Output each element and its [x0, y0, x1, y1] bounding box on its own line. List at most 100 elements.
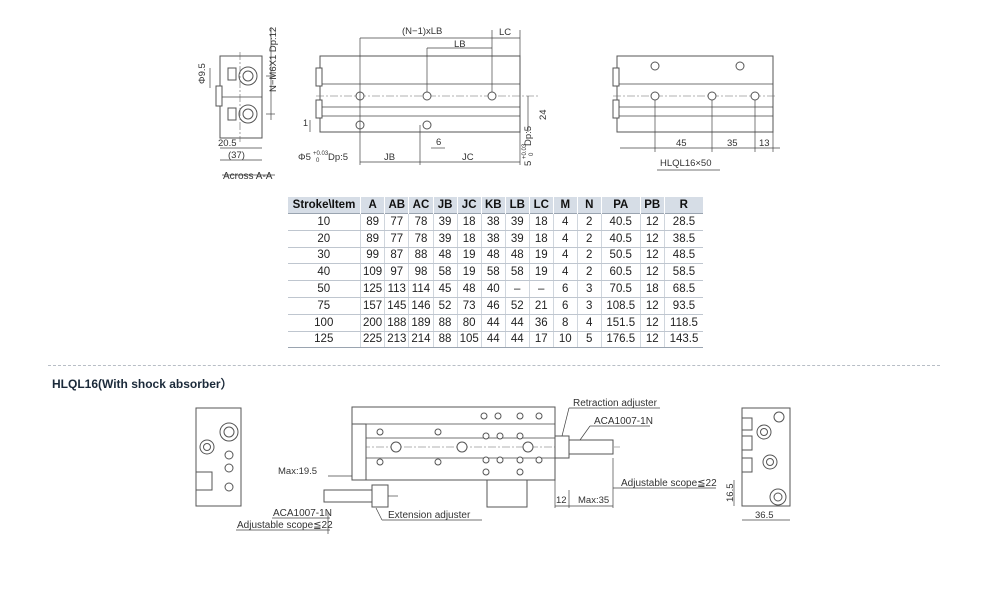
- table-cell: 10: [552, 331, 578, 349]
- table-cell: 19: [528, 247, 554, 265]
- table-cell: 78: [408, 230, 434, 248]
- table-cell: 40: [287, 263, 361, 282]
- max-19-5-label: Max:19.5: [278, 466, 317, 477]
- across-label: Across A-A: [223, 171, 273, 182]
- table-cell: 93.5: [663, 297, 704, 315]
- table-cell: 4: [552, 247, 578, 265]
- bottom-side-view-right: [733, 407, 791, 521]
- table-cell: 105: [456, 331, 482, 349]
- table-cell: 2: [576, 230, 602, 248]
- table-cell: 114: [408, 280, 434, 298]
- table-cell: 5: [576, 331, 602, 349]
- extension-adjuster-label: Extension adjuster: [388, 510, 471, 521]
- table-header-cell: Stroke\Item: [287, 197, 361, 214]
- table-cell: 97: [384, 263, 409, 282]
- table-cell: 109: [359, 263, 385, 282]
- table-cell: 146: [408, 297, 434, 315]
- table-cell: 18: [528, 230, 554, 248]
- table-cell: 58: [432, 263, 458, 282]
- bottom-technical-drawing: Retraction adjuster ACA1007-1N Max:19.5 …: [195, 398, 791, 534]
- table-cell: 12: [639, 230, 665, 248]
- section-title: HLQL16(With shock absorber）: [52, 377, 233, 391]
- table-cell: 100: [287, 314, 361, 332]
- table-cell: 39: [504, 213, 530, 231]
- svg-text:0: 0: [316, 158, 320, 164]
- svg-text:Φ5: Φ5: [298, 152, 311, 163]
- table-cell: 38: [480, 230, 506, 248]
- table-cell: 73: [456, 297, 482, 315]
- table-header-cell: N: [576, 197, 602, 214]
- dim-6: 6: [436, 137, 441, 148]
- table-cell: 3: [576, 280, 602, 298]
- table-header-cell: M: [552, 197, 578, 214]
- table-cell: 12: [639, 314, 665, 332]
- table-cell: 12: [639, 263, 665, 282]
- svg-text:Dp:5: Dp:5: [523, 126, 534, 146]
- retraction-adjuster-label: Retraction adjuster: [573, 398, 658, 409]
- table-cell: 38: [480, 213, 506, 231]
- section-divider: [48, 365, 940, 366]
- svg-text:0: 0: [529, 152, 535, 156]
- dim-1: 1: [303, 118, 308, 128]
- svg-text:+0.03: +0.03: [313, 151, 329, 157]
- table-cell: 151.5: [600, 314, 641, 332]
- bottom-side-view-left: [195, 407, 242, 507]
- table-cell: 28.5: [663, 213, 704, 231]
- table-header-cell: A: [359, 197, 386, 214]
- dim-12-label: 12: [556, 495, 567, 506]
- aca-right-label: ACA1007-1N: [594, 416, 653, 427]
- table-header-cell: AB: [384, 197, 410, 214]
- svg-text:+0.03: +0.03: [522, 143, 528, 159]
- dim-lb: LB: [454, 39, 466, 50]
- table-cell: 48: [432, 247, 458, 265]
- table-cell: 189: [408, 314, 434, 332]
- bottom-front-view: [236, 406, 716, 534]
- table-cell: 6: [552, 297, 578, 315]
- table-cell: 39: [432, 230, 458, 248]
- table-cell: 39: [432, 213, 458, 231]
- dim-16-5-label: 16.5: [725, 484, 736, 503]
- dim-35: 35: [727, 138, 738, 149]
- front-view-right: [612, 55, 780, 171]
- table-cell: 36: [528, 314, 554, 332]
- table-cell: 52: [432, 297, 458, 315]
- table-header-cell: AC: [408, 197, 434, 214]
- table-cell: 17: [528, 331, 554, 349]
- table-cell: 18: [456, 230, 482, 248]
- table-header-cell: KB: [480, 197, 506, 214]
- dim-37: (37): [228, 150, 245, 161]
- table-cell: 50.5: [600, 247, 641, 265]
- table-cell: 98: [408, 263, 434, 282]
- dim-45: 45: [676, 138, 687, 149]
- table-cell: 6: [552, 280, 578, 298]
- table-cell: 18: [456, 213, 482, 231]
- dim-24: 24: [538, 109, 549, 120]
- top-technical-drawing: N−M6X1 Dp:12 Φ9.5 20.5 (37) Across A-A (…: [197, 26, 780, 182]
- table-cell: 58: [480, 263, 506, 282]
- dim-13: 13: [759, 138, 770, 149]
- table-cell: 38.5: [663, 230, 704, 248]
- front-view-middle: [309, 30, 540, 165]
- table-cell: –: [504, 280, 530, 298]
- table-cell: 99: [359, 247, 385, 265]
- svg-text:Dp:5: Dp:5: [328, 152, 348, 163]
- table-cell: 200: [359, 314, 385, 332]
- model-label: HLQL16×50: [660, 158, 712, 169]
- table-header-cell: PA: [600, 197, 641, 214]
- table-header-cell: LC: [528, 197, 554, 214]
- table-cell: 88: [432, 331, 458, 349]
- table-cell: 4: [576, 314, 602, 332]
- table-cell: 58: [504, 263, 530, 282]
- table-cell: 48.5: [663, 247, 704, 265]
